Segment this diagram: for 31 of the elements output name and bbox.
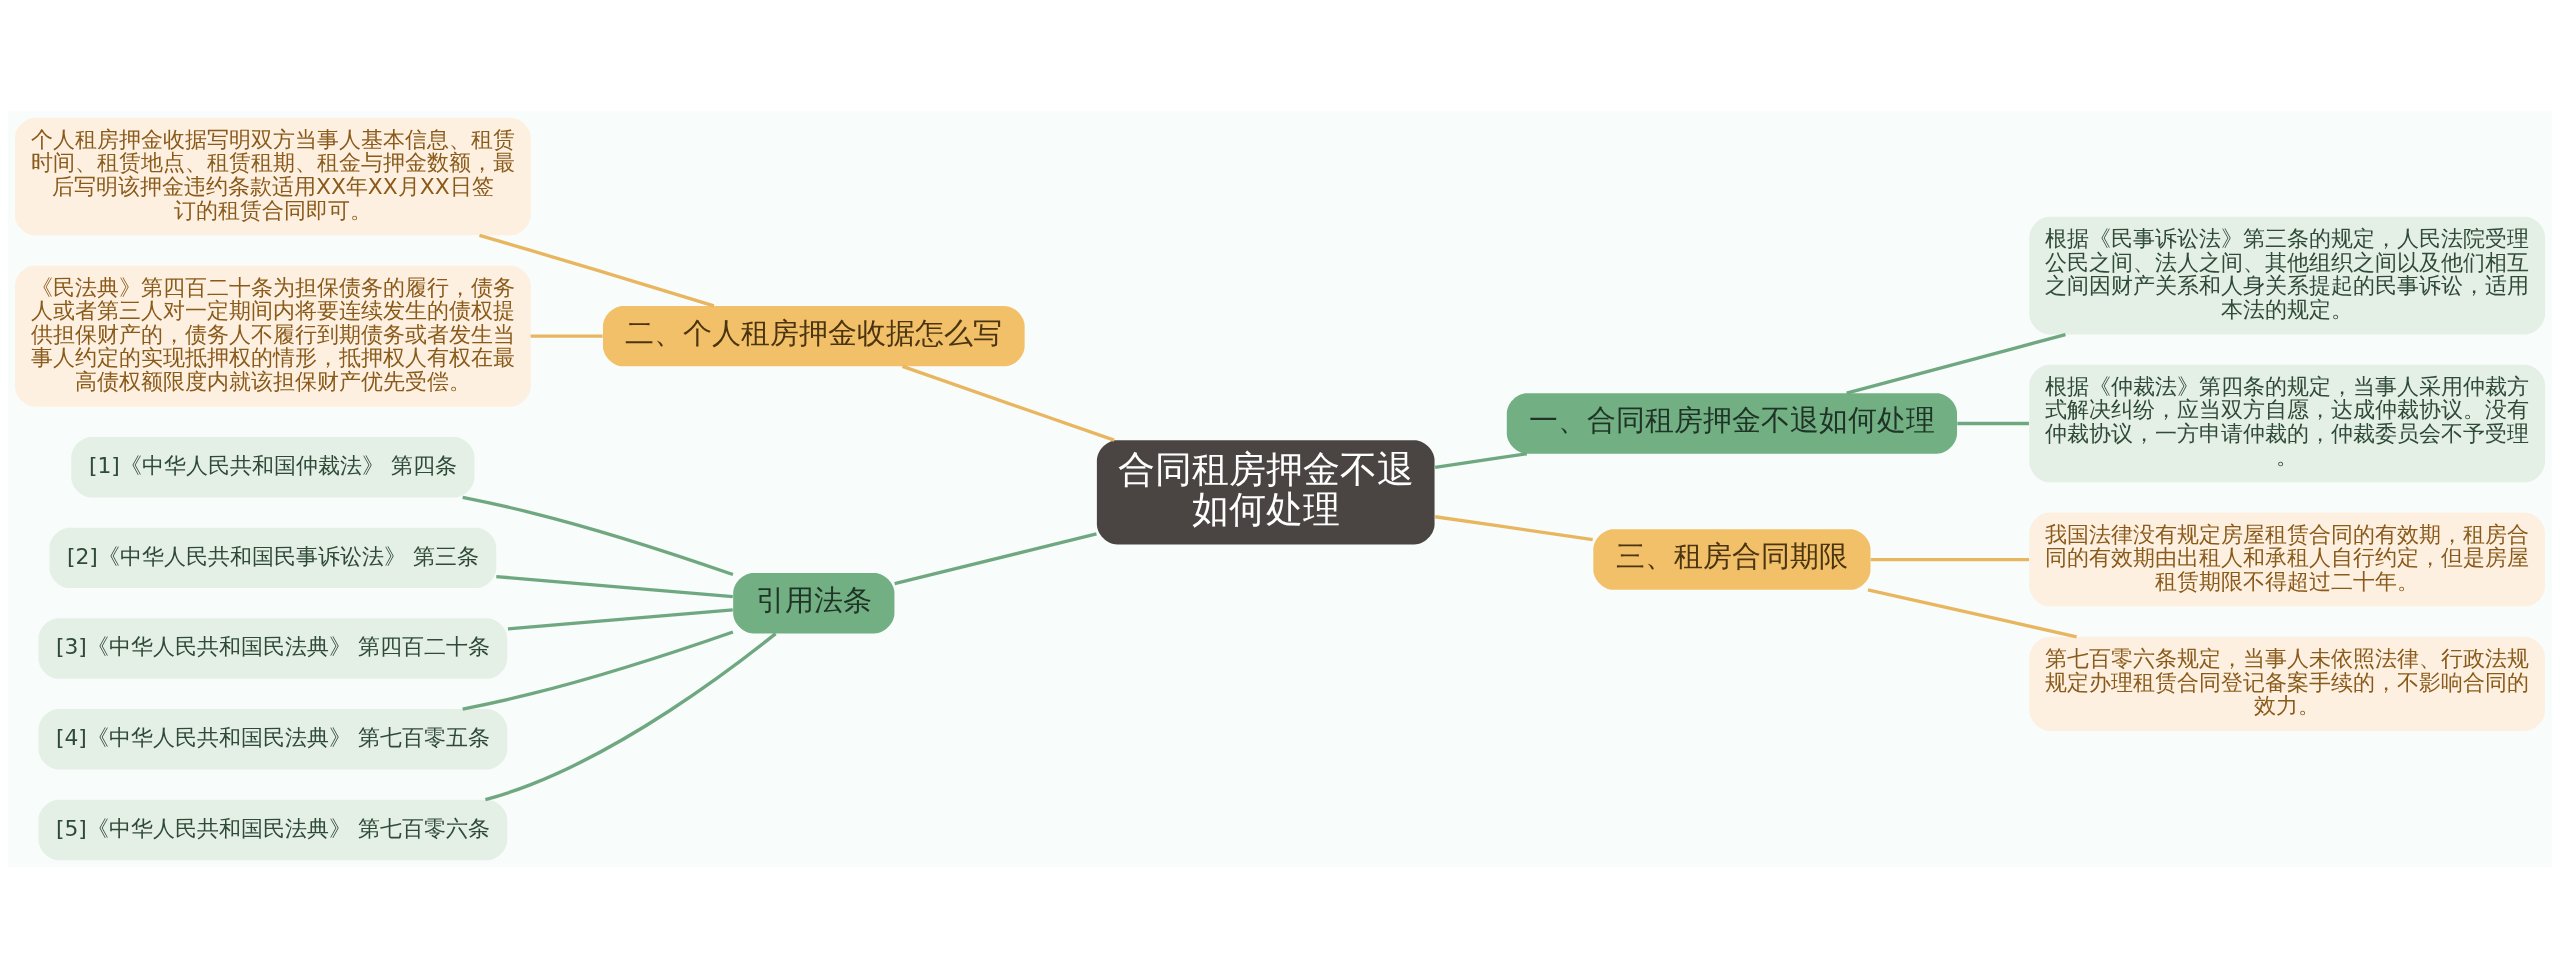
node-box: 二、个人租房押金收据怎么写	[602, 305, 1025, 366]
connector	[507, 607, 733, 631]
connector	[901, 364, 1115, 442]
connector	[484, 631, 777, 801]
connector	[479, 233, 715, 307]
connector	[1846, 332, 2066, 395]
node-box: 第七百零六条规定，当事人未依照法律、行政法规规定办理租赁合同登记备案手续的，不影响合同的效力。	[2029, 636, 2546, 731]
connector	[1870, 557, 2030, 561]
node-box: 一、合同租房押金不退如何处理	[1506, 392, 1958, 454]
connector	[1434, 514, 1593, 541]
node-box: 根据《民事诉讼法》第三条的规定，人民法院受理公民之间、法人之间、其他组织之间以及他们相互之间因财产关系和人身关系提起的民事诉讼，适用本法的规定。	[2029, 216, 2546, 334]
node-box: 个人租房押金收据写明双方当事人基本信息、租赁时间、租赁地点、租赁租期、租金与押金数额，最后写明该押金违约条款适用XX年XX月XX日签订的租赁合同即可。	[14, 117, 531, 235]
node-box: 我国法律没有规定房屋租赁合同的有效期，租房合同的有效期由出租人和承租人自行约定，但是房屋租赁期限不得超过二十年。	[2029, 512, 2546, 607]
node-box: 引用法条	[733, 572, 895, 633]
node-box: 三、租房合同期限	[1593, 528, 1871, 590]
connector	[530, 333, 603, 338]
node-box: [4]《中华人民共和国民法典》 第七百零五条	[38, 708, 508, 770]
connector	[462, 495, 734, 576]
node-box: 合同租房押金不退如何处理	[1096, 439, 1435, 544]
node-box: [5]《中华人民共和国民法典》 第七百零六条	[38, 799, 508, 860]
node-box: [2]《中华人民共和国民事诉讼法》 第三条	[49, 527, 497, 588]
node-box: 《民法典》第四百二十条为担保债务的履行，债务人或者第三人对一定期间内将要连续发生的债权提供担保财产的，债务人不履行到期债务或者发生当事人约定的实现抵押权的情形，抵押权人有权在最高债权额限度内就该担保财产优先受偿。	[14, 265, 531, 407]
connector	[894, 531, 1097, 585]
node-box: 根据《仲裁法》第四条的规定，当事人采用仲裁方式解决纠纷，应当双方自愿，达成仲裁协议。没有仲裁协议，一方申请仲裁的，仲裁委员会不予受理。	[2029, 364, 2546, 482]
connector	[1434, 451, 1528, 469]
connector	[462, 629, 734, 711]
node-box: [3]《中华人民共和国民法典》 第四百二十条	[38, 617, 508, 679]
connector	[1867, 587, 2077, 638]
node-box: [1]《中华人民共和国仲裁法》 第四条	[71, 436, 475, 497]
connector	[496, 574, 733, 598]
connector	[1957, 421, 2029, 425]
